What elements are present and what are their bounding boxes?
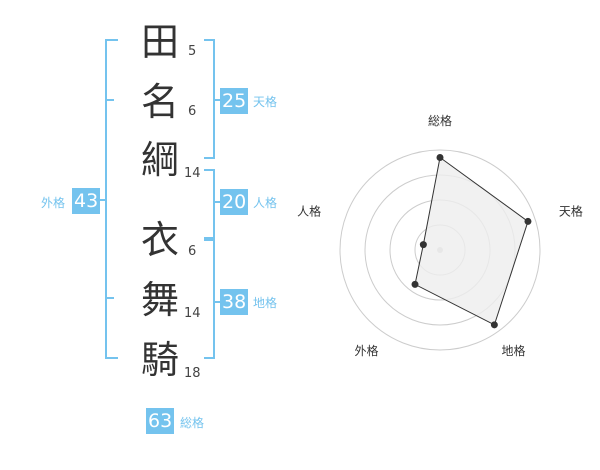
name-char-1: 田 xyxy=(140,20,179,64)
tenkaku-value: 25 xyxy=(220,88,248,114)
radar-point-1 xyxy=(436,154,444,161)
stroke-count-3: 14 xyxy=(184,166,201,181)
chikaku-value: 38 xyxy=(220,289,248,315)
radar-polygon xyxy=(414,156,529,326)
stroke-count-4: 6 xyxy=(188,244,197,259)
radar-point-2 xyxy=(524,217,532,225)
radar-point-3 xyxy=(490,321,498,329)
name-char-4: 衣 xyxy=(140,218,179,262)
radar-axis-label-2: 天格 xyxy=(559,203,583,218)
name-char-3: 綱 xyxy=(140,138,179,182)
name-char-2: 名 xyxy=(140,80,179,124)
stroke-count-6: 18 xyxy=(184,366,201,381)
stroke-count-2: 6 xyxy=(188,104,197,119)
jinkaku-label: 人格 xyxy=(253,196,278,210)
stroke-count-1: 5 xyxy=(188,44,197,59)
radar-axis-label-5: 人格 xyxy=(297,203,321,218)
radar-axis-label-4: 外格 xyxy=(355,343,379,358)
jinkaku-bracket xyxy=(204,169,215,239)
gaikaku-label: 外格 xyxy=(41,196,66,210)
chikaku-bracket xyxy=(204,239,215,359)
soukaku-label: 総格 xyxy=(180,416,205,430)
soukaku-value: 63 xyxy=(146,408,174,434)
jinkaku-value: 20 xyxy=(220,189,248,215)
gaikaku-value: 43 xyxy=(72,188,100,214)
radar-ring-4 xyxy=(339,149,541,351)
radar-axis-label-1: 総格 xyxy=(428,113,452,128)
radar-point-4 xyxy=(411,280,419,288)
tenkaku-label: 天格 xyxy=(253,95,278,109)
stroke-count-5: 14 xyxy=(184,306,201,321)
radar-axis-label-3: 地格 xyxy=(501,343,525,358)
name-char-5: 舞 xyxy=(140,278,179,322)
radar-point-5 xyxy=(419,241,427,249)
chikaku-label: 地格 xyxy=(253,296,278,310)
name-char-6: 騎 xyxy=(140,338,179,382)
